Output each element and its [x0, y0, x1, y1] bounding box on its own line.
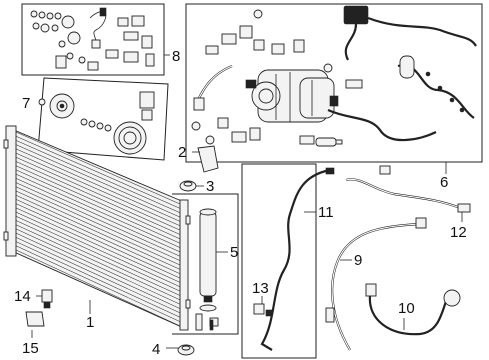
callout-4: 4 — [152, 341, 160, 358]
callout-7: 7 — [22, 95, 30, 112]
condenser-fin — [15, 157, 181, 231]
condenser-fin — [15, 249, 181, 327]
condenser-right-tank — [179, 199, 189, 331]
cushion-3 — [179, 180, 204, 192]
suction-hose-9 — [325, 217, 427, 351]
callout-6: 6 — [440, 174, 448, 191]
bracket-set — [55, 15, 155, 71]
harness-clip — [89, 7, 107, 49]
callout-15: 15 — [22, 340, 39, 357]
compressor-body — [245, 69, 339, 123]
condenser-fin — [15, 220, 181, 296]
callout-11: 11 — [318, 204, 334, 221]
callout-8: 8 — [172, 48, 180, 65]
callout-12: 12 — [450, 224, 467, 241]
condenser-fin — [15, 144, 181, 218]
seal-13 — [253, 296, 273, 317]
condenser-fin — [15, 186, 181, 261]
pipe-frame — [241, 163, 317, 359]
suction-fitting — [193, 64, 233, 111]
callout-14: 14 — [14, 288, 31, 305]
condenser-fin — [15, 152, 181, 227]
stator-bracket — [139, 91, 155, 121]
condenser-fin — [15, 135, 181, 209]
callout-10: 10 — [398, 300, 415, 317]
condenser-fin — [15, 173, 181, 248]
callout-2: 2 — [178, 144, 186, 161]
condenser — [3, 125, 191, 331]
condenser-fin — [15, 190, 181, 266]
seal-kit-frame — [21, 3, 165, 76]
compressor-brackets — [191, 9, 333, 145]
callout-1: 1 — [86, 314, 94, 331]
condenser-fin — [15, 148, 181, 222]
bracket-15 — [25, 311, 45, 338]
compressor-frame — [185, 3, 483, 163]
mount-4 — [166, 344, 195, 356]
condenser-fin — [15, 161, 181, 235]
condenser-fin — [15, 237, 181, 314]
condenser-fin — [15, 140, 181, 213]
clutch-plate — [49, 93, 75, 119]
condenser-fin — [15, 224, 181, 301]
condenser-fin — [15, 165, 181, 240]
pulley — [113, 121, 147, 155]
discharge-hose-10 — [365, 283, 461, 336]
condenser-fin — [15, 245, 181, 322]
receiver-dryer-group — [172, 193, 239, 335]
condenser-fin — [15, 182, 181, 257]
condenser-fin — [15, 232, 181, 309]
relief-valve — [315, 137, 343, 147]
pipe-group — [241, 163, 335, 359]
callout-13: 13 — [252, 280, 269, 297]
condenser-fin — [15, 194, 181, 270]
callout-9: 9 — [354, 252, 362, 269]
receiver-dryer — [199, 208, 217, 303]
clutch-group — [37, 77, 169, 161]
condenser-left-tank — [5, 125, 17, 257]
condenser-fin — [15, 169, 181, 244]
condenser-fin — [15, 131, 181, 205]
condenser-fin — [15, 216, 181, 292]
washer-7 — [38, 98, 46, 106]
condenser-fin — [15, 228, 181, 305]
compressor-group — [185, 3, 483, 174]
condenser-fin — [15, 241, 181, 318]
o-ring-set — [30, 10, 86, 64]
callout-3: 3 — [206, 178, 214, 195]
clutch-frame — [37, 77, 169, 161]
condenser-fins — [15, 131, 181, 327]
discharge-pipe-11 — [260, 167, 335, 351]
condenser-fin — [15, 203, 181, 279]
condenser-fin — [15, 211, 181, 288]
dryer-seals — [195, 304, 219, 331]
pressure-switch-14 — [36, 289, 53, 309]
condenser-fin — [15, 207, 181, 283]
liquid-pipe-12 — [345, 165, 471, 222]
compressor-harness — [327, 5, 477, 142]
callout-5: 5 — [230, 244, 238, 261]
bracket-2 — [192, 145, 219, 173]
condenser-fin — [15, 178, 181, 253]
seal-kit-group — [21, 3, 170, 76]
shim-set — [80, 118, 112, 132]
condenser-fin — [15, 199, 181, 274]
receiver-frame — [172, 193, 239, 335]
